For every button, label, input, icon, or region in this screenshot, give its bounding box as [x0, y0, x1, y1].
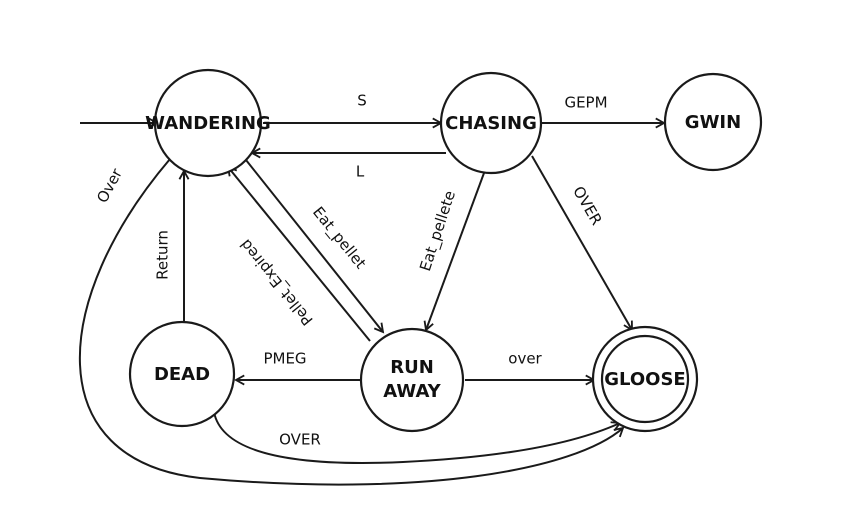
edge-dead-to-gloose [213, 411, 620, 464]
label-wandering-to-chasing: S [357, 92, 367, 110]
edge-run-away-to-wandering [228, 167, 371, 342]
label-run-away-to-gloose: over [508, 350, 542, 368]
state-chasing-circle [439, 71, 543, 175]
state-run-away-label-line2: AWAY [383, 381, 441, 402]
state-gwin-circle [663, 72, 763, 172]
label-dead-to-wandering: Return [154, 230, 172, 280]
state-chasing-label: CHASING [445, 113, 537, 134]
label-dead-to-gloose: OVER [279, 431, 321, 449]
label-chasing-to-gloose: OVER [569, 183, 605, 228]
state-run-away-circle [359, 327, 465, 433]
label-wandering-to-run-away: Eat_pellet [308, 203, 370, 273]
state-wandering-circle [153, 68, 263, 178]
label-chasing-to-run-away: Eat_pellete [416, 188, 460, 273]
state-dead-circle [128, 320, 236, 428]
state-gloose-inner-circle [600, 334, 690, 424]
edge-chasing-to-run-away [426, 172, 485, 330]
label-chasing-to-gwin: GEPM [564, 94, 607, 112]
edge-wandering-to-run-away [245, 159, 383, 332]
label-chasing-to-wandering: L [356, 163, 365, 181]
state-run-away-label-line1: RUN [390, 357, 434, 378]
state-gloose-label: GLOOSE [604, 369, 685, 390]
state-wandering-label: WANDERING [145, 113, 271, 134]
edge-wandering-to-gloose [78, 158, 623, 486]
label-run-away-to-wandering: Pellet_Expired [236, 235, 317, 329]
state-dead-label: DEAD [154, 364, 210, 385]
label-wandering-to-gloose: Over [93, 165, 126, 206]
edge-chasing-to-gloose [531, 155, 632, 330]
label-run-away-to-dead: PMEG [263, 350, 306, 368]
state-gwin-label: GWIN [685, 112, 741, 133]
